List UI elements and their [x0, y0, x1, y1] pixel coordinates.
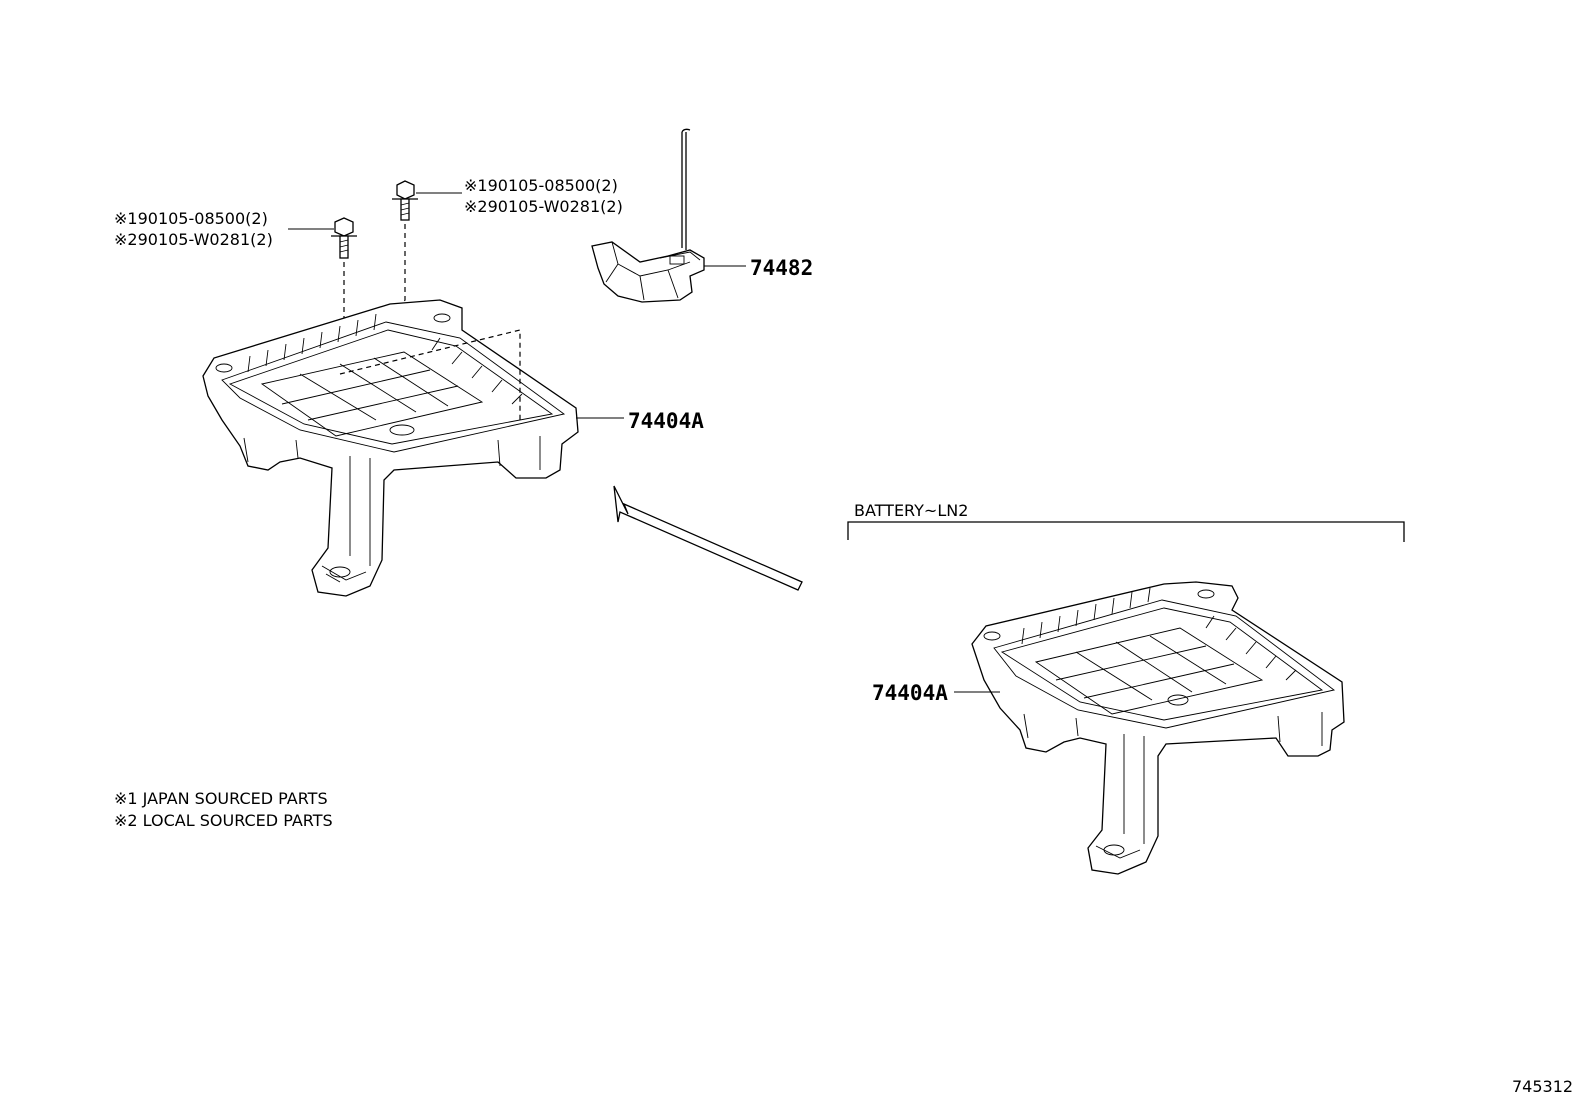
illustration-number: 745312: [1512, 1077, 1573, 1096]
bolt-left-icon: [331, 217, 357, 259]
bolt-left-label-2: ※290105-W0281(2): [114, 230, 273, 249]
clamp-part-label[interactable]: 74482: [750, 256, 813, 280]
tray-main-part-label[interactable]: 74404A: [628, 409, 704, 433]
note-japan-sourced: ※1 JAPAN SOURCED PARTS: [114, 789, 328, 808]
battery-tray-main-icon: [202, 299, 579, 597]
note-local-sourced: ※2 LOCAL SOURCED PARTS: [114, 811, 333, 830]
bolt-left-label-1: ※190105-08500(2): [114, 209, 268, 228]
variant-group-bracket: [847, 521, 1405, 542]
variant-group-label: BATTERY~LN2: [854, 501, 968, 520]
bolt-right-axis: [399, 224, 406, 440]
view-direction-arrow-icon: [613, 485, 803, 591]
tray-variant-part-label[interactable]: 74404A: [872, 681, 948, 705]
bolt-right-label-1: ※190105-08500(2): [464, 176, 618, 195]
battery-footprint-outline: [339, 329, 521, 420]
bolt-right-label-2: ※290105-W0281(2): [464, 197, 623, 216]
battery-clamp-icon: [591, 128, 705, 303]
bolt-right-icon: [392, 180, 418, 221]
battery-tray-variant-icon: [971, 581, 1345, 875]
